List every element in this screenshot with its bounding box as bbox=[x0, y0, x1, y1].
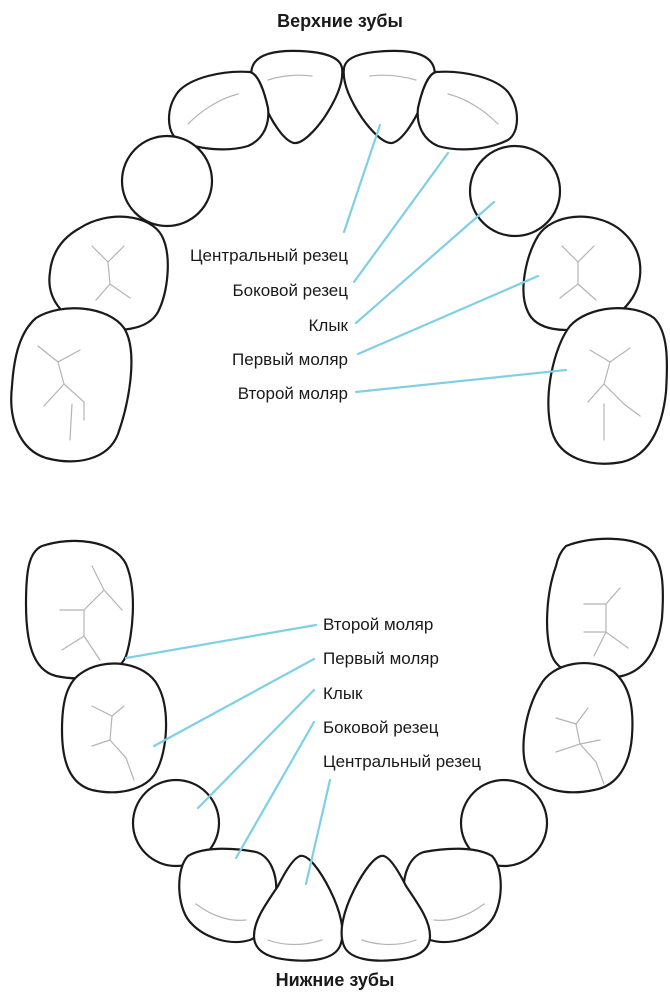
upper-first-molar-label: Первый моляр bbox=[232, 350, 348, 369]
upper-right-second-molar bbox=[548, 308, 667, 464]
upper-canine-label: Клык bbox=[309, 316, 349, 335]
lower-second-molar-leader bbox=[126, 625, 316, 658]
upper-lateral-incisor-leader bbox=[354, 153, 448, 282]
lower-right-first-molar bbox=[524, 663, 633, 792]
upper-lateral-incisor-label: Боковой резец bbox=[232, 281, 348, 300]
upper-labels: Центральный резец Боковой резец Клык Пер… bbox=[190, 246, 349, 403]
upper-right-lateral-incisor bbox=[418, 72, 517, 150]
upper-central-incisor-leader bbox=[344, 125, 380, 232]
upper-second-molar-leader bbox=[356, 370, 566, 392]
lower-lateral-incisor-label: Боковой резец bbox=[323, 718, 439, 737]
upper-teeth-title: Верхние зубы bbox=[277, 11, 403, 31]
upper-left-canine bbox=[122, 136, 212, 226]
lower-second-molar-label: Второй моляр bbox=[323, 615, 433, 634]
upper-left-lateral-incisor bbox=[169, 72, 268, 150]
lower-teeth-title: Нижние зубы bbox=[276, 970, 395, 990]
upper-first-molar-leader bbox=[358, 276, 538, 354]
upper-central-incisor-label: Центральный резец bbox=[190, 246, 348, 265]
lower-central-incisor-label: Центральный резец bbox=[323, 752, 481, 771]
lower-first-molar-label: Первый моляр bbox=[323, 649, 439, 668]
lower-left-first-molar bbox=[62, 664, 166, 793]
lower-canine-leader bbox=[198, 690, 314, 808]
lower-lateral-incisor-leader bbox=[236, 722, 314, 858]
lower-right-second-molar bbox=[547, 539, 663, 678]
lower-arch bbox=[26, 539, 663, 961]
upper-second-molar-label: Второй моляр bbox=[238, 384, 348, 403]
upper-right-canine bbox=[470, 146, 560, 236]
lower-canine-label: Клык bbox=[323, 684, 363, 703]
lower-labels: Второй моляр Первый моляр Клык Боковой р… bbox=[323, 615, 481, 771]
lower-first-molar-leader bbox=[154, 659, 314, 746]
upper-left-second-molar bbox=[11, 308, 131, 461]
